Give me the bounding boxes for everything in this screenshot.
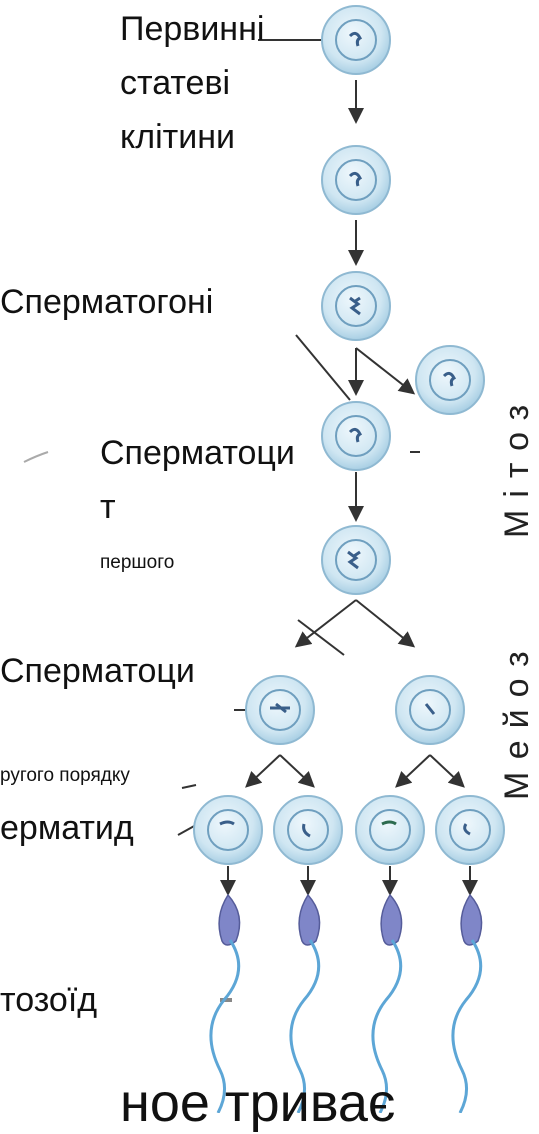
cell-spermatogonium: [321, 271, 391, 341]
label-spermatocyte1-line1: Сперматоци: [100, 434, 295, 472]
cell-spermatocyte-2a: [245, 675, 315, 745]
phase-meiosis: Мейоз: [498, 639, 536, 800]
arrows: [220, 80, 478, 896]
cell-spermatid-2: [273, 795, 343, 865]
bottom-text: ное триває: [120, 1073, 396, 1133]
cell-side: [415, 345, 485, 415]
label-primary-line3: клітини: [120, 118, 235, 156]
arrow-6c: [395, 754, 431, 788]
label-spermatogonia: Сперматогоні: [0, 283, 214, 321]
pointer-spermatocyte1: [297, 619, 345, 656]
sperm-3: [371, 893, 403, 1113]
faint-stroke: [23, 451, 49, 463]
label-spermatocyte2-line1: Сперматоци: [0, 652, 195, 690]
pointer-second-order: [181, 784, 197, 789]
cell-2: [321, 145, 391, 215]
sperm-4: [451, 893, 483, 1113]
arrow-6b: [279, 754, 315, 788]
sperm-cells: [209, 893, 483, 1113]
cell-spermatocyte-1a: [321, 401, 391, 471]
label-spermatid: ерматид: [0, 809, 134, 847]
cell-spermatid-3: [355, 795, 425, 865]
arrow-5b: [355, 599, 416, 648]
label-primary-line1: Первинні: [120, 10, 265, 48]
cell-primary: [321, 5, 391, 75]
arrow-3b: [355, 347, 416, 395]
pointer-lines: [177, 39, 420, 836]
cell-spermatid-4: [435, 795, 505, 865]
label-spermatocyte1-line2: т: [100, 488, 116, 526]
label-spermatocyte1-line3: першого: [100, 552, 175, 573]
label-primary-line2: статеві: [120, 64, 231, 102]
arrow-6a: [245, 754, 281, 788]
cell-spermatocyte-1b: [321, 525, 391, 595]
cell-spermatid-1: [193, 795, 263, 865]
arrow-5a: [294, 599, 357, 648]
sperm-2: [289, 893, 321, 1113]
pointer-spermatogonia: [295, 334, 351, 401]
label-spermatozoid: тозоїд: [0, 981, 98, 1019]
cell-spermatocyte-2b: [395, 675, 465, 745]
sperm-1: [209, 893, 241, 1113]
cells: [193, 5, 505, 865]
arrow-6d: [429, 754, 465, 788]
label-spermatocyte2-line2: ругого порядку: [0, 765, 130, 786]
phase-mitosis: Мітоз: [498, 392, 536, 538]
